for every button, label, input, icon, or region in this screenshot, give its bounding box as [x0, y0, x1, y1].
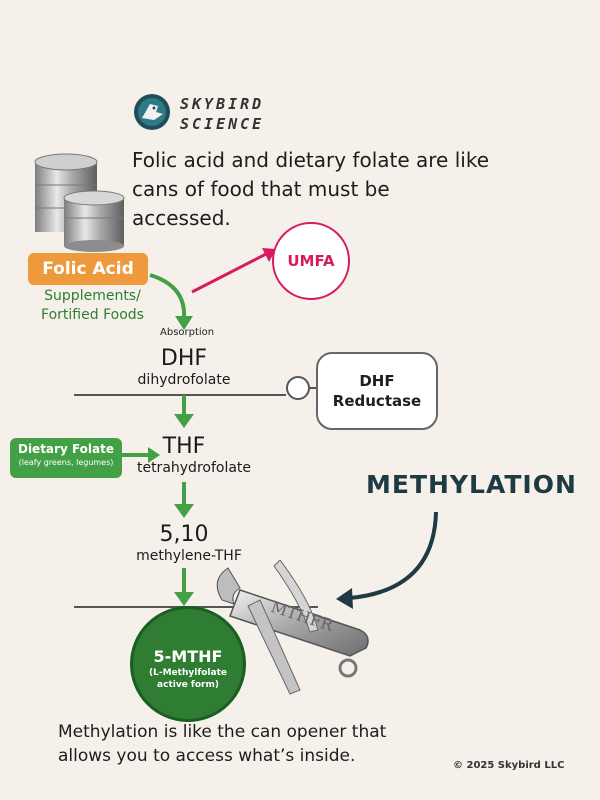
cans-icon: [34, 153, 125, 252]
reductase-connector: [286, 376, 310, 400]
brand-line-1: SKYBIRD: [180, 95, 265, 113]
brand-line-2: SCIENCE: [180, 115, 265, 133]
dhf-to-thf-arrow: [174, 395, 194, 428]
dhf-full-name: dihydrofolate: [137, 372, 231, 388]
umfa-arrow: [191, 248, 276, 294]
dietary-folate-badge: Dietary Folate (leafy greens, legumes): [10, 438, 122, 478]
methylation-arrow: [336, 511, 438, 609]
dietary-folate-label: Dietary Folate: [17, 442, 114, 456]
methylation-label: METHYLATION: [366, 470, 577, 499]
folic-acid-sources: Supplements/ Fortified Foods: [41, 288, 144, 323]
methylene-number: 5,10: [159, 522, 209, 547]
mthf-sub-2: active form): [157, 680, 219, 690]
footer-caption: Methylation is like the can opener that …: [58, 722, 387, 766]
brand-logo-text: SKYBIRD SCIENCE: [180, 94, 264, 134]
mthf-label: 5-MTHF: [153, 647, 223, 666]
umfa-circle: UMFA: [272, 222, 350, 300]
methylene-to-mthf-arrow: [174, 568, 194, 606]
copyright: © 2025 Skybird LLC: [453, 760, 565, 771]
dietary-folate-arrow: [122, 447, 160, 463]
mthf-circle: 5-MTHF (L-Methylfolate active form): [130, 606, 246, 722]
thf-to-methylene-arrow: [174, 482, 194, 518]
headline: Folic acid and dietary folate are like c…: [132, 148, 489, 230]
absorption-label: Absorption: [160, 327, 215, 338]
skybird-logo-icon: [134, 94, 170, 130]
dietary-folate-sub: (leafy greens, legumes): [18, 458, 114, 467]
reductase-line-1: DHF: [359, 372, 395, 390]
thf-full-name: tetrahydrofolate: [136, 460, 252, 476]
methylene-thf-label: methylene-THF: [136, 548, 242, 564]
absorption-arrow: [149, 273, 193, 330]
dhf-label: DHF: [160, 346, 208, 371]
mthf-sub-1: (L-Methylfolate: [149, 668, 227, 678]
can-opener-icon: MTHFR: [216, 560, 369, 695]
folic-acid-badge: Folic Acid: [28, 253, 148, 285]
reductase-line-2: Reductase: [332, 392, 422, 410]
thf-label: THF: [162, 434, 206, 459]
dhf-reductase-box: DHF Reductase: [316, 352, 438, 430]
